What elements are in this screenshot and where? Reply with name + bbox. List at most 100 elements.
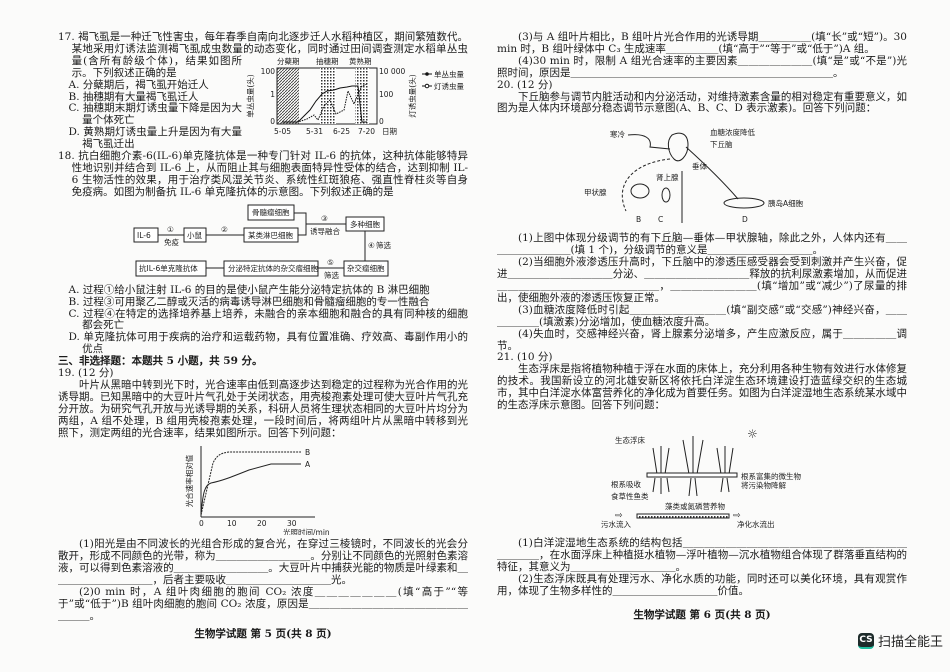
step-5-label: 筛选 xyxy=(324,270,339,280)
ecological-floating-bed-diagram: ☼ ⇨ ⇨ 生态浮床 根系富集的微生物将污染物降解 根系吸收 食草性鱼类 藻类或… xyxy=(597,426,807,530)
cold-label: 寒冷 xyxy=(610,129,625,139)
question-19-continued: (3)与 A 组叶片相比，B 组叶片光合作用的光诱导期＿＿＿＿＿(填“长”或“短… xyxy=(497,31,907,80)
inflow-label: 污水流入 xyxy=(601,519,631,529)
question-21-part-2: (2)生态浮床既具有处理污水、净化水质的功能，同时还可以美化环境，具有观赏作用，… xyxy=(497,572,907,597)
x-tick: 5-05 xyxy=(274,127,291,136)
step-1-label: 免疫 xyxy=(164,237,179,247)
option-b: B. 过程③可用聚乙二醇或灭活的病毒诱导淋巴细胞和骨髓瘤细胞的专一性融合 xyxy=(68,295,430,308)
left-tick: 1 xyxy=(270,90,275,99)
question-20-part-4: (4)失血时，交感神经兴奋，肾上腺素分泌增多，产生应激反应，属于＿＿＿＿＿调节。 xyxy=(497,327,907,352)
hypothalamus-shape xyxy=(667,133,689,162)
hypothalamus-label: 下丘脑 xyxy=(710,139,733,149)
ripening-band xyxy=(355,68,369,124)
question-20-part-2: (2)当细胞外液渗透压升高时，下丘脑中的渗透压感受器会受到刺激并产生兴奋，促进＿… xyxy=(497,256,907,304)
homeostasis-diagram: 寒冷 血糖浓度降低 下丘脑 垂体 甲状腺 肾上腺 胰岛A细胞 B C D xyxy=(584,127,804,224)
right-tick: 0 xyxy=(379,117,384,126)
myeloma-label: 骨髓瘤细胞 xyxy=(252,207,290,217)
legend-light-trap: 灯诱虫量 xyxy=(434,81,464,91)
question-19-stem: 叶片从黑暗中转到光下时，光合速率由低到高逐步达到稳定的过程称为光合作用的光诱导期… xyxy=(58,378,468,439)
plants xyxy=(652,435,734,496)
option-d: D. 黄熟期灯诱虫量上升是因为有大量褐飞虱迁出 xyxy=(68,126,243,151)
specific-hybridoma-label: 分泌特定抗体的杂交瘤细胞 xyxy=(228,263,318,273)
question-20-head: 20. (12 分) xyxy=(497,78,553,91)
left-tick: 0 xyxy=(270,117,275,126)
right-tick: 10 000 xyxy=(379,67,405,76)
curve-b xyxy=(200,451,301,516)
step-4-label: 筛选 xyxy=(376,240,391,250)
section-heading: 三、非选择题：本题共 5 小题，共 59 分。 xyxy=(58,355,263,368)
monoclonal-antibody-flowchart: 骨髓瘤细胞 IL-6 ① 免疫 小鼠 ② 某类淋巴细胞 ③ 诱导融合 多种细胞 … xyxy=(133,204,391,280)
question-20-stem: 下丘脑参与调节内脏活动和内分泌活动，对维持激素含量的相对稳定有重要意义，如图为是… xyxy=(497,90,907,115)
page-6-footer: 生物学试题 第 6 页(共 8 页) xyxy=(633,609,771,622)
question-18: 18. 抗白细胞介素-6(IL-6)单克隆抗体是一种专门针对 IL-6 的抗体，… xyxy=(58,150,469,356)
x-tick: 5-31 xyxy=(306,127,323,136)
question-19: 三、非选择题：本题共 5 小题，共 59 分。 19. (12 分) 叶片从黑暗… xyxy=(58,355,468,623)
curve-a xyxy=(200,463,301,516)
outflow-label: 净化水流出 xyxy=(737,519,775,529)
x-tick: 30 xyxy=(287,519,297,528)
hybridoma-label: 杂交瘤细胞 xyxy=(347,263,385,273)
nerve-to-islet xyxy=(685,146,739,200)
x-tick: 20 xyxy=(257,519,267,528)
legend-dot-open xyxy=(424,83,430,89)
heading-band xyxy=(320,68,336,124)
root-microbes-label: 根系富集的微生物将污染物降解 xyxy=(741,471,801,490)
x-tick: 10 xyxy=(227,519,237,528)
question-20-part-3: (3)血糖浓度降低时引起＿＿＿＿＿＿＿＿＿(填“副交感”或“交感”)神经兴奋，＿… xyxy=(497,303,907,328)
step-3-label: 诱导融合 xyxy=(310,226,340,236)
option-a: A. 过程①给小鼠注射 IL-6 的目的是使小鼠产生能分泌特定抗体的 B 淋巴细… xyxy=(68,283,430,296)
islet-shape xyxy=(723,197,765,209)
question-19-head: 19. (12 分) xyxy=(58,367,114,380)
x-axis-label: 光照时间/min xyxy=(283,527,330,535)
question-21-head: 21. (10 分) xyxy=(497,351,553,364)
question-19-part-2: (2)0 min 时，A 组叶肉细胞的胞间 CO₂ 浓度＿＿＿＿＿＿＿(填“高于… xyxy=(58,586,468,622)
x-tick: 6-25 xyxy=(333,127,350,136)
left-tick: 100 xyxy=(261,67,276,76)
single-cluster-series xyxy=(282,85,367,123)
option-b: B. 抽穗期有大量褐飞虱迁人 xyxy=(68,90,199,103)
glucose-low-label: 血糖浓度降低 xyxy=(710,127,755,137)
legend-single-cluster: 单丛虫量 xyxy=(434,69,464,79)
antibody-box xyxy=(135,260,207,277)
x-axis-label: 日期 xyxy=(382,127,397,136)
question-18-stem: 18. 抗白细胞介素-6(IL-6)单克隆抗体是一种专门针对 IL-6 的抗体，… xyxy=(58,150,468,198)
inflow-arrow-icon: ⇨ xyxy=(615,511,623,521)
camscanner-watermark: CS 扫描全能王 xyxy=(858,631,943,650)
sediment xyxy=(636,513,730,519)
period-tillering: 分蘖期 xyxy=(277,56,300,66)
question-17-stem: 17. 褐飞虱是一种迁飞性害虫，每年春季自南向北逐步迁人水稻种植区，期间繁殖数代… xyxy=(58,31,468,79)
left-axis-label: 单丛虫量(头) xyxy=(246,74,255,117)
question-17: 分蘖期 抽穗期 黄熟期 单丛虫量(头) 100 1 0 10 000 100 0… xyxy=(58,31,468,151)
outflow-arrow-icon: ⇨ xyxy=(733,511,741,521)
hormone-c: C xyxy=(658,215,663,224)
hormone-b: B xyxy=(636,215,641,224)
period-heading: 抽穗期 xyxy=(316,56,339,66)
photosynthesis-rate-graph: 光合速率相对值 B A 0 10 20 30 光照时间/min xyxy=(184,446,330,535)
adrenal-label: 肾上腺 xyxy=(656,172,679,182)
thyroid-label: 甲状腺 xyxy=(584,187,607,197)
legend-dot-filled xyxy=(425,72,429,76)
float-bed xyxy=(646,472,738,478)
tillering-band xyxy=(277,68,299,124)
question-19-part-1: (1)阳光是由不同波长的光组合形成的复合光，在穿过三棱镜时，不同波长的光会分散开… xyxy=(58,538,468,587)
question-21-part-1: (1)白洋淀湿地生态系统的结构包括＿＿＿＿＿＿＿＿＿＿＿＿＿＿＿＿＿＿＿＿＿＿＿… xyxy=(497,536,907,573)
mouse-label: 小鼠 xyxy=(187,231,202,240)
step-1: ① xyxy=(167,225,174,234)
question-21: 21. (10 分) 生态浮床是指将植物种植于浮在水面的床体上，充分利用各种生物… xyxy=(497,352,907,597)
period-ripening: 黄熟期 xyxy=(349,56,372,66)
il6-label: IL-6 xyxy=(137,231,151,240)
option-a: A. 分蘖期后，褐飞虱开始迁人 xyxy=(68,78,209,91)
floating-bed-drawing: ☼ ⇨ ⇨ xyxy=(615,427,758,521)
option-c: C. 过程④在特定的选择培养基上培养，未融合的亲本细胞和融合的具有同种核的细胞都… xyxy=(68,307,469,332)
hormone-d: D xyxy=(742,215,748,224)
step-3: ③ xyxy=(321,214,328,223)
curve-b-label: B xyxy=(305,448,310,457)
page-5-footer: 生物学试题 第 5 页(共 8 页) xyxy=(194,627,332,640)
page-6: (3)与 A 组叶片相比，B 组叶片光合作用的光诱导期＿＿＿＿＿(填“长”或“短… xyxy=(497,31,907,622)
camscanner-name: 扫描全能王 xyxy=(878,635,944,650)
islet-label: 胰岛A细胞 xyxy=(768,198,804,208)
right-axis-label: 灯诱虫量(头) xyxy=(407,74,417,117)
x-tick: 7-20 xyxy=(358,127,375,136)
camscanner-logo-icon: CS xyxy=(858,632,874,649)
question-19-part-4: (4)30 min 时，限制 A 组光合速率的主要因素＿＿＿＿＿＿＿(填“是”或… xyxy=(497,54,907,79)
